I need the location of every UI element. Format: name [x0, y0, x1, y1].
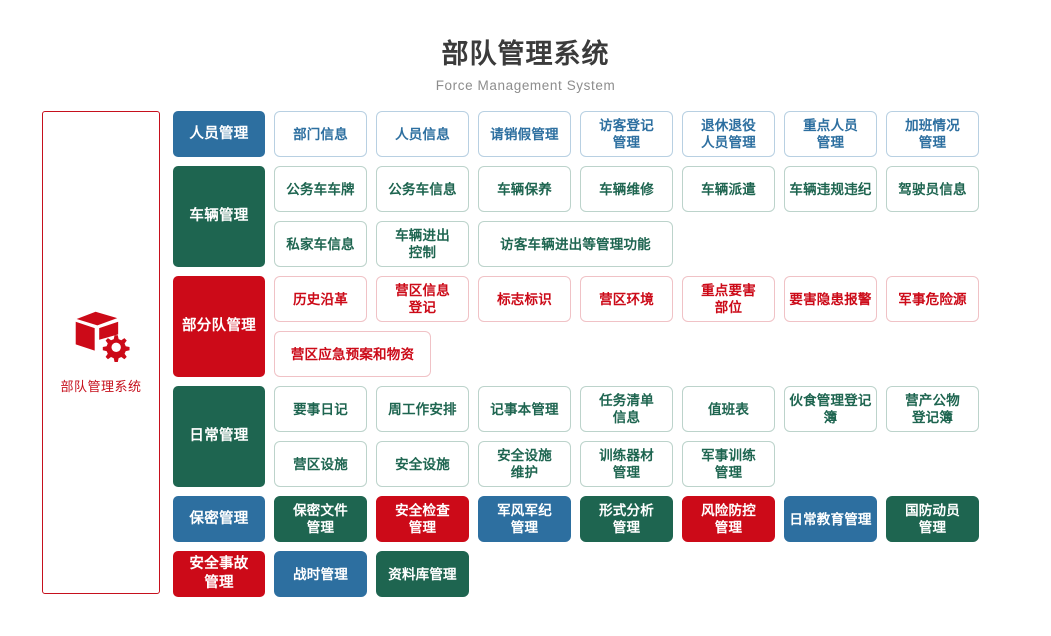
module-button[interactable]: 车辆维修 [580, 166, 673, 212]
module-section: 车辆管理公务车车牌公务车信息车辆保养车辆维修车辆派遣车辆违规违纪驾驶员信息私家车… [173, 166, 979, 267]
module-button[interactable]: 保密文件管理 [274, 496, 367, 542]
module-button[interactable]: 资料库管理 [376, 551, 469, 597]
module-button[interactable]: 营区信息登记 [376, 276, 469, 322]
category-label[interactable]: 日常管理 [173, 386, 265, 487]
category-label[interactable]: 保密管理 [173, 496, 265, 542]
section-rows: 要事日记周工作安排记事本管理任务清单信息值班表伙食管理登记簿营产公物登记簿营区设… [274, 386, 979, 487]
module-button[interactable]: 退休退役人员管理 [682, 111, 775, 157]
module-button[interactable]: 军事危险源 [886, 276, 979, 322]
module-row: 部门信息人员信息请销假管理访客登记管理退休退役人员管理重点人员管理加班情况管理 [274, 111, 979, 157]
module-button[interactable]: 安全设施维护 [478, 441, 571, 487]
module-row: 营区设施安全设施安全设施维护训练器材管理军事训练管理 [274, 441, 979, 487]
module-button[interactable]: 安全检查管理 [376, 496, 469, 542]
module-row: 要事日记周工作安排记事本管理任务清单信息值班表伙食管理登记簿营产公物登记簿 [274, 386, 979, 432]
section-rows: 公务车车牌公务车信息车辆保养车辆维修车辆派遣车辆违规违纪驾驶员信息私家车信息车辆… [274, 166, 979, 267]
module-row: 战时管理资料库管理 [274, 551, 469, 597]
module-section: 部分队管理历史沿革营区信息登记标志标识营区环境重点要害部位要害隐患报警军事危险源… [173, 276, 979, 377]
module-button[interactable]: 营区设施 [274, 441, 367, 487]
module-button[interactable]: 日常教育管理 [784, 496, 877, 542]
module-button[interactable]: 要害隐患报警 [784, 276, 877, 322]
module-button[interactable]: 营区应急预案和物资 [274, 331, 431, 377]
module-section: 安全事故管理战时管理资料库管理 [173, 551, 979, 597]
page-title: 部队管理系统 [441, 39, 610, 69]
module-row: 公务车车牌公务车信息车辆保养车辆维修车辆派遣车辆违规违纪驾驶员信息 [274, 166, 979, 212]
module-button[interactable]: 车辆保养 [478, 166, 571, 212]
module-row: 保密文件管理安全检查管理军风军纪管理形式分析管理风险防控管理日常教育管理国防动员… [274, 496, 979, 542]
module-button[interactable]: 加班情况管理 [886, 111, 979, 157]
module-button[interactable]: 标志标识 [478, 276, 571, 322]
module-button[interactable]: 访客登记管理 [580, 111, 673, 157]
module-button[interactable]: 访客车辆进出等管理功能 [478, 221, 673, 267]
module-button[interactable]: 训练器材管理 [580, 441, 673, 487]
module-row: 私家车信息车辆进出控制访客车辆进出等管理功能 [274, 221, 979, 267]
cube-gear-icon [72, 310, 130, 366]
module-button[interactable]: 军事训练管理 [682, 441, 775, 487]
module-button[interactable]: 公务车信息 [376, 166, 469, 212]
module-button[interactable]: 风险防控管理 [682, 496, 775, 542]
section-rows: 历史沿革营区信息登记标志标识营区环境重点要害部位要害隐患报警军事危险源营区应急预… [274, 276, 979, 377]
brand-panel: 部队管理系统 [42, 111, 160, 594]
category-label[interactable]: 人员管理 [173, 111, 265, 157]
module-button[interactable]: 任务清单信息 [580, 386, 673, 432]
module-button[interactable]: 营产公物登记簿 [886, 386, 979, 432]
module-button[interactable]: 战时管理 [274, 551, 367, 597]
module-button[interactable]: 营区环境 [580, 276, 673, 322]
module-section: 人员管理部门信息人员信息请销假管理访客登记管理退休退役人员管理重点人员管理加班情… [173, 111, 979, 157]
module-button[interactable]: 值班表 [682, 386, 775, 432]
section-rows: 战时管理资料库管理 [274, 551, 469, 597]
module-button[interactable]: 公务车车牌 [274, 166, 367, 212]
module-button[interactable]: 安全设施 [376, 441, 469, 487]
page-subtitle: Force Management System [435, 78, 616, 93]
module-button[interactable]: 重点要害部位 [682, 276, 775, 322]
module-button[interactable]: 驾驶员信息 [886, 166, 979, 212]
module-button[interactable]: 车辆派遣 [682, 166, 775, 212]
module-button[interactable]: 车辆违规违纪 [784, 166, 877, 212]
module-button[interactable]: 军风军纪管理 [478, 496, 571, 542]
module-button[interactable]: 人员信息 [376, 111, 469, 157]
section-rows: 保密文件管理安全检查管理军风军纪管理形式分析管理风险防控管理日常教育管理国防动员… [274, 496, 979, 542]
category-label[interactable]: 部分队管理 [173, 276, 265, 377]
module-button[interactable]: 要事日记 [274, 386, 367, 432]
module-button[interactable]: 私家车信息 [274, 221, 367, 267]
category-label[interactable]: 安全事故管理 [173, 551, 265, 597]
module-button[interactable]: 部门信息 [274, 111, 367, 157]
module-grid: 人员管理部门信息人员信息请销假管理访客登记管理退休退役人员管理重点人员管理加班情… [173, 111, 979, 597]
module-section: 日常管理要事日记周工作安排记事本管理任务清单信息值班表伙食管理登记簿营产公物登记… [173, 386, 979, 487]
module-button[interactable]: 请销假管理 [478, 111, 571, 157]
module-row: 历史沿革营区信息登记标志标识营区环境重点要害部位要害隐患报警军事危险源 [274, 276, 979, 322]
section-rows: 部门信息人员信息请销假管理访客登记管理退休退役人员管理重点人员管理加班情况管理 [274, 111, 979, 157]
module-button[interactable]: 周工作安排 [376, 386, 469, 432]
module-button[interactable]: 记事本管理 [478, 386, 571, 432]
content-body: 部队管理系统 人员管理部门信息人员信息请销假管理访客登记管理退休退役人员管理重点… [0, 97, 1051, 597]
module-section: 保密管理保密文件管理安全检查管理军风军纪管理形式分析管理风险防控管理日常教育管理… [173, 496, 979, 542]
module-button[interactable]: 历史沿革 [274, 276, 367, 322]
module-button[interactable]: 车辆进出控制 [376, 221, 469, 267]
module-button[interactable]: 国防动员管理 [886, 496, 979, 542]
module-button[interactable]: 重点人员管理 [784, 111, 877, 157]
module-button[interactable]: 伙食管理登记簿 [784, 386, 877, 432]
module-button[interactable]: 形式分析管理 [580, 496, 673, 542]
page-header: 部队管理系统 Force Management System [0, 0, 1051, 97]
brand-name: 部队管理系统 [60, 379, 142, 394]
module-row: 营区应急预案和物资 [274, 331, 979, 377]
category-label[interactable]: 车辆管理 [173, 166, 265, 267]
